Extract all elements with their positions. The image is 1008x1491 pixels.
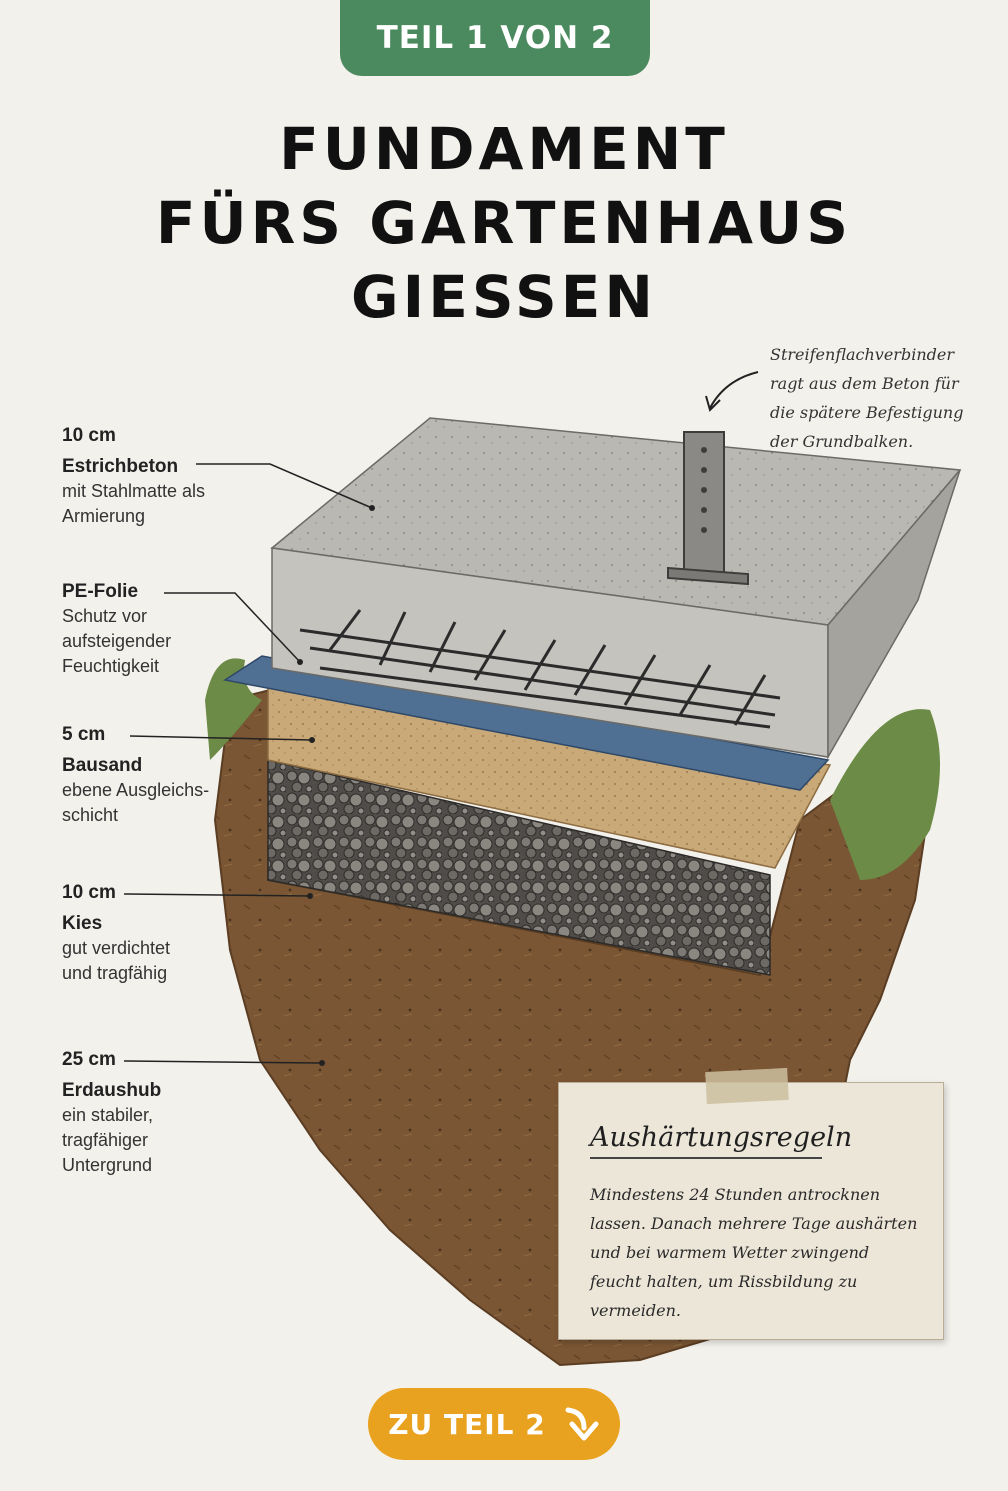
- part-badge: TEIL 1 VON 2: [340, 0, 650, 76]
- layer-name: Kies: [62, 913, 103, 934]
- layer-name: Erdaushub: [62, 1080, 162, 1101]
- layer-label-bausand: 5 cm Bausand ebene Ausgleichs-schicht: [62, 722, 222, 828]
- leader-erdaushub: [123, 1060, 323, 1064]
- layer-thickness: 25 cm: [62, 1049, 116, 1070]
- layer-description: Schutz vor aufsteigender Feuchtigkeit: [62, 606, 172, 676]
- layer-name: PE-Folie: [62, 581, 139, 602]
- curing-rules-title: Aushärtungsregeln: [590, 1122, 852, 1159]
- grass-left: [205, 658, 262, 760]
- pe-foil-layer: [223, 655, 830, 791]
- curing-rules-card: [558, 1082, 944, 1340]
- layer-description: ein stabiler, tragfähiger Untergrund: [62, 1105, 154, 1175]
- next-part-button[interactable]: ZU TEIL 2: [368, 1388, 620, 1460]
- steel-mesh: [299, 609, 781, 729]
- layer-name: Estrichbeton: [62, 456, 179, 477]
- connector-annotation: Streifenflachverbinder ragt aus dem Beto…: [770, 345, 964, 451]
- leader-bausand: [129, 735, 313, 741]
- annotation-arrow: [709, 371, 759, 409]
- title-line-2: FÜRS GARTENHAUS: [155, 189, 853, 257]
- arrow-down-right-icon: [565, 1407, 599, 1441]
- tape-strip: [705, 1067, 789, 1105]
- grass-right: [830, 709, 940, 880]
- page-title: FUNDAMENT FÜRS GARTENHAUS GIESSEN: [0, 112, 1008, 334]
- curing-rules-text: Mindestens 24 Stunden antrocknen lassen.…: [590, 1185, 918, 1320]
- layer-name: Bausand: [62, 755, 143, 776]
- leader-pe-folie: [164, 592, 301, 663]
- layer-label-pe-folie: PE-Folie Schutz vor aufsteigender Feucht…: [62, 579, 192, 679]
- layer-label-erdaushub: 25 cm Erdaushub ein stabiler, tragfähige…: [62, 1047, 172, 1178]
- layer-description: ebene Ausgleichs-schicht: [62, 780, 210, 825]
- layer-label-estrichbeton: 10 cm Estrichbeton mit Stahlmatte als Ar…: [62, 423, 212, 529]
- layer-thickness: 10 cm: [62, 425, 116, 446]
- leader-estrichbeton: [196, 463, 373, 509]
- leader-kies: [123, 893, 311, 897]
- gravel-layer: [267, 759, 771, 976]
- next-part-label: ZU TEIL 2: [388, 1407, 546, 1441]
- connector-plate: [667, 431, 749, 586]
- concrete-slab-side: [827, 469, 961, 760]
- layer-description: gut verdichtet und tragfähig: [62, 938, 171, 983]
- layer-thickness: 10 cm: [62, 882, 116, 903]
- layer-thickness: 5 cm: [62, 724, 106, 745]
- layer-label-kies: 10 cm Kies gut verdichtet und tragfähig: [62, 880, 192, 986]
- title-line-1: FUNDAMENT: [279, 115, 729, 183]
- title-line-3: GIESSEN: [351, 263, 657, 331]
- layer-description: mit Stahlmatte als Armierung: [62, 481, 206, 526]
